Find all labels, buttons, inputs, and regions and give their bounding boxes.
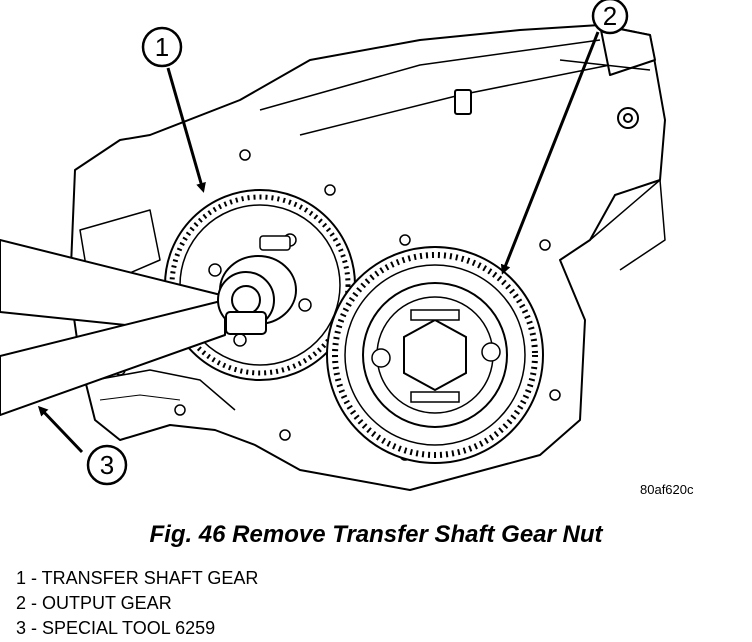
output-gear — [326, 246, 544, 464]
special-tool-6259 — [0, 239, 275, 416]
svg-text:1: 1 — [155, 32, 169, 62]
leader-lines — [37, 31, 600, 454]
callout-1: 1 — [141, 26, 183, 68]
svg-text:3: 3 — [100, 450, 114, 480]
callout-3: 3 — [86, 444, 128, 486]
legend: 1 - TRANSFER SHAFT GEAR 2 - OUTPUT GEAR … — [16, 566, 258, 641]
callout-2: 2 — [591, 0, 629, 35]
legend-item: 3 - SPECIAL TOOL 6259 — [16, 618, 216, 638]
figure-id: 80af620c — [640, 482, 694, 497]
legend-item: 1 - TRANSFER SHAFT GEAR — [16, 568, 259, 588]
svg-text:2: 2 — [603, 1, 617, 31]
figure-caption: Fig. 46 Remove Transfer Shaft Gear Nut — [149, 521, 603, 548]
legend-item: 2 - OUTPUT GEAR — [16, 593, 172, 613]
transfer-case-illustration: 1 2 3 — [0, 0, 666, 491]
